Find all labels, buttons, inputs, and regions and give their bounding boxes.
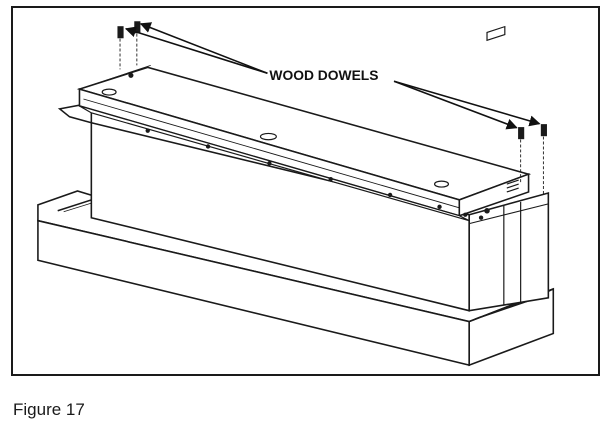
- wood-dowels-label: WOOD DOWELS: [269, 67, 378, 83]
- wood-dowel-icon: [518, 124, 547, 196]
- top-brackets: [101, 72, 450, 188]
- insert-diagram: WOOD DOWELS: [37, 21, 555, 367]
- arrow-icon: [124, 22, 541, 130]
- trim-screws: [145, 128, 484, 220]
- figure-caption: Figure 17: [13, 400, 85, 419]
- control-panel: [484, 25, 519, 214]
- figure-frame: WOOD DOWELS: [11, 6, 600, 376]
- top-trim: [57, 64, 532, 222]
